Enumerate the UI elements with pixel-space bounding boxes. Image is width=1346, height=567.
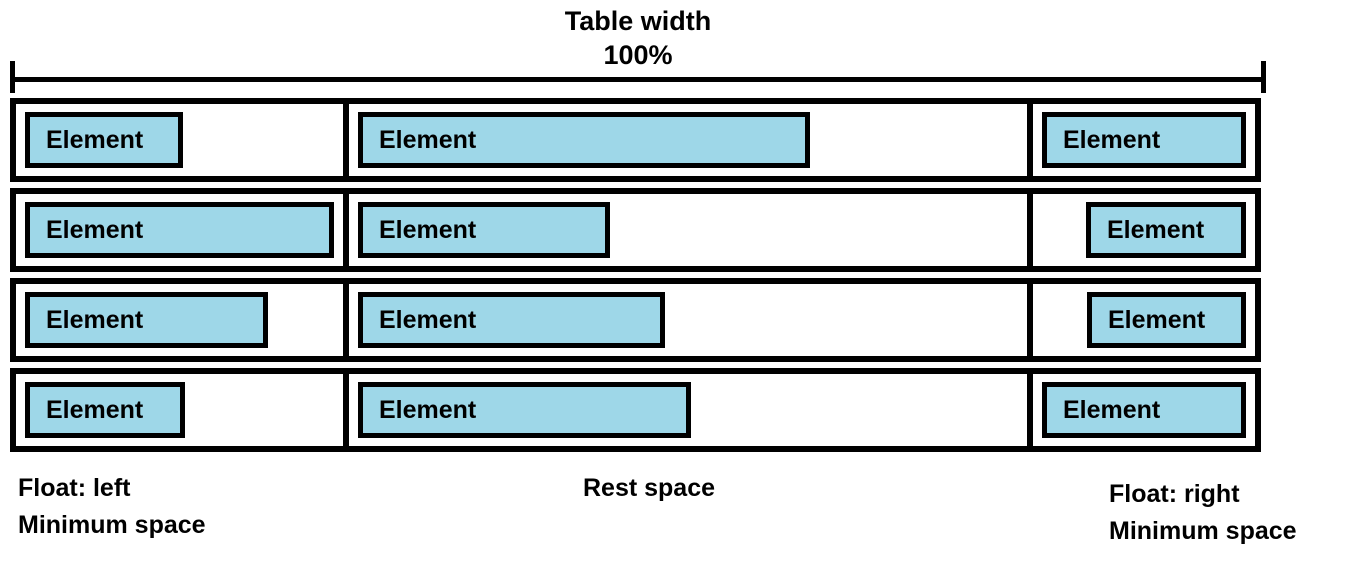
element-box: Element [358,202,610,258]
width-measure-line [10,77,1266,82]
table-cell-rest-space: Element [349,104,1033,176]
element-box: Element [358,382,691,438]
table-cell-float-right: Element [1033,284,1255,356]
measure-tick-right [1261,61,1266,93]
element-box: Element [358,292,665,348]
element-box: Element [1042,382,1246,438]
title-line-table-width: Table width [564,6,712,36]
table-cell-rest-space: Element [349,194,1033,266]
table-row: Element Element Element [10,278,1261,362]
table-cell-float-right: Element [1033,374,1255,446]
diagram-title: Table width 100% [10,4,1266,72]
element-box: Element [1042,112,1246,168]
label-float-right: Float: right Minimum space [1109,476,1297,550]
table-row: Element Element Element [10,188,1261,272]
element-box: Element [1087,292,1246,348]
table-cell-float-right: Element [1033,194,1255,266]
element-box: Element [358,112,810,168]
table-row: Element Element Element [10,368,1261,452]
table-cell-float-right: Element [1033,104,1255,176]
element-box: Element [1086,202,1246,258]
table-cell-float-left: Element [16,374,349,446]
table-cell-float-left: Element [16,194,349,266]
label-float-right-line1: Float: right [1109,480,1240,508]
label-rest-space: Rest space [583,474,716,502]
table-cell-float-left: Element [16,104,349,176]
label-float-left-line1: Float: left [18,474,131,502]
table-cell-rest-space: Element [349,284,1033,356]
title-line-100pct: 100% [603,40,673,70]
label-float-left-line2: Minimum space [18,511,206,539]
element-box: Element [25,292,268,348]
label-float-left: Float: left Minimum space [18,470,206,544]
element-box: Element [25,112,183,168]
table-cell-float-left: Element [16,284,349,356]
table-cell-rest-space: Element [349,374,1033,446]
label-float-right-line2: Minimum space [1109,517,1297,545]
element-box: Element [25,382,185,438]
table-row: Element Element Element [10,98,1261,182]
element-box: Element [25,202,334,258]
